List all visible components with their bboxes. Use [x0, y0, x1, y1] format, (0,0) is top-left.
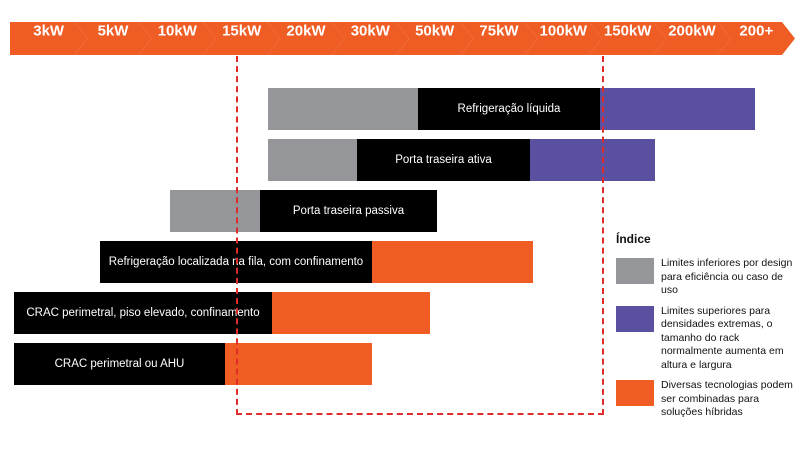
- scale-chevron: [396, 22, 474, 55]
- bar-segment-lower: [268, 88, 418, 130]
- scale-tick-label: 15kW: [222, 22, 262, 40]
- scale-chevron: [10, 22, 88, 55]
- legend-items: Limites inferiores por design para efici…: [616, 257, 800, 420]
- scale-chevron: [524, 22, 602, 55]
- bar-segment-upper: [530, 139, 655, 181]
- bar-segment-lower: [268, 139, 357, 181]
- scale-tick-label: 3kW: [33, 22, 65, 40]
- scale-tick-label: 100kW: [539, 22, 588, 40]
- scale-chevron: [460, 22, 538, 55]
- legend-label: Limites superiores para densidades extre…: [661, 304, 784, 371]
- legend-swatch: [616, 380, 654, 406]
- bar-segment-core: [14, 343, 225, 385]
- scale-tick-label: 200kW: [668, 22, 716, 40]
- bar-segment-lower: [170, 190, 260, 232]
- bar-segment-core: [418, 88, 600, 130]
- power-density-scale-band: 3kW 5kW 10kW 15kW 20kW 30kW 50kW 75kW 100kW 150kW…: [0, 0, 800, 76]
- density-guide-box: [236, 56, 604, 415]
- bar-segment-core: [357, 139, 530, 181]
- bar-segment-hybrid: [225, 343, 372, 385]
- legend-item: Limites superiores para densidades extre…: [616, 305, 800, 373]
- legend-swatch: [616, 258, 654, 284]
- scale-chevron: [653, 22, 731, 55]
- scale-tick-label: 20kW: [286, 22, 326, 40]
- legend-swatch: [616, 305, 654, 332]
- bar-segment-upper: [600, 88, 755, 130]
- legend-item: Limites inferiores por design para efici…: [616, 257, 800, 298]
- scale-chevron: [589, 22, 667, 55]
- bar-segment-hybrid: [372, 241, 533, 283]
- legend-label: Diversas tecnologias podem ser combinada…: [661, 379, 793, 418]
- scale-chevron: [331, 22, 409, 55]
- legend-title: Índice: [616, 232, 651, 246]
- scale-tick-label: 30kW: [350, 22, 390, 40]
- scale-tick-label: 75kW: [479, 22, 519, 40]
- scale-chevron: [267, 22, 345, 55]
- bar-segment-core: [14, 292, 272, 334]
- bar-segment-core: [260, 190, 437, 232]
- scale-tick-label: 5kW: [97, 22, 129, 40]
- bar-segment-hybrid: [272, 292, 430, 334]
- legend: Índice Limites inferiores por design par…: [616, 232, 800, 427]
- scale-chevron: [717, 22, 795, 55]
- scale-chevron: [203, 22, 281, 55]
- scale-chevron: [74, 22, 152, 55]
- scale-chevron: [138, 22, 216, 55]
- legend-label: Limites inferiores por design para efici…: [661, 257, 793, 296]
- legend-item: Diversas tecnologias podem ser combinada…: [616, 379, 800, 420]
- scale-tick-label: 150kW: [603, 22, 652, 40]
- scale-tick-label: 50kW: [415, 22, 455, 40]
- scale-tick-label: 200+: [739, 22, 774, 40]
- scale-tick-label: 10kW: [157, 22, 197, 40]
- scale-band-svg: [10, 22, 795, 55]
